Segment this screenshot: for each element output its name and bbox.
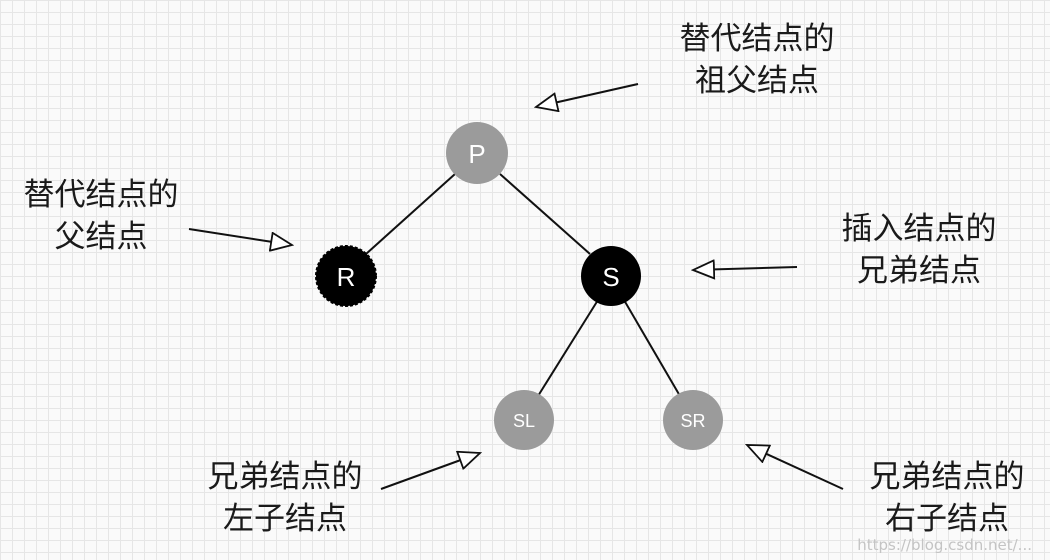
arrow-sibling-right-child bbox=[747, 445, 844, 490]
edge-s-sr bbox=[623, 299, 681, 397]
annotation-grandparent: 替代结点的 祖父结点 bbox=[672, 18, 842, 102]
annotation-sibling-right-child-line2: 右子结点 bbox=[885, 501, 1009, 537]
node-s: S bbox=[581, 246, 641, 306]
node-r: R bbox=[315, 245, 377, 307]
arrow-grandparent bbox=[536, 83, 639, 107]
annotation-parent-line1: 替代结点的 bbox=[23, 177, 179, 213]
node-s-circle bbox=[581, 246, 641, 306]
node-r-label: R bbox=[337, 262, 356, 292]
annotation-sibling-right-child-line1: 兄弟结点的 bbox=[869, 459, 1025, 495]
arrow-sibling bbox=[693, 267, 798, 270]
node-p-label: P bbox=[468, 139, 485, 169]
node-sl: SL bbox=[494, 390, 554, 450]
node-sr-label: SR bbox=[680, 411, 705, 431]
annotation-parent: 替代结点的 父结点 bbox=[14, 174, 188, 258]
arrow-parent bbox=[188, 228, 292, 245]
arrow-sibling-left-child bbox=[380, 453, 480, 490]
annotation-sibling-left-child-line1: 兄弟结点的 bbox=[207, 459, 363, 495]
node-sr-circle bbox=[663, 390, 723, 450]
annotation-sibling-left-child-line2: 左子结点 bbox=[223, 501, 347, 537]
edge-s-sl bbox=[537, 299, 599, 397]
edge-p-s bbox=[499, 173, 591, 255]
node-p-circle bbox=[446, 122, 508, 184]
node-p: P bbox=[446, 122, 508, 184]
edge-p-r bbox=[365, 173, 456, 255]
annotation-parent-line2: 父结点 bbox=[54, 219, 148, 255]
annotation-grandparent-line2: 祖父结点 bbox=[695, 63, 819, 99]
annotation-sibling-left-child: 兄弟结点的 左子结点 bbox=[198, 456, 372, 540]
node-sl-circle bbox=[494, 390, 554, 450]
annotation-sibling-line2: 兄弟结点 bbox=[857, 253, 981, 289]
annotation-grandparent-line1: 替代结点的 bbox=[679, 21, 835, 57]
watermark: https://blog.csdn.net/... bbox=[857, 536, 1032, 554]
annotation-sibling-right-child: 兄弟结点的 右子结点 bbox=[860, 456, 1034, 540]
node-sl-label: SL bbox=[513, 411, 535, 431]
node-sr: SR bbox=[663, 390, 723, 450]
annotation-sibling-line1: 插入结点的 bbox=[841, 211, 997, 247]
node-s-label: S bbox=[602, 262, 619, 292]
annotation-sibling: 插入结点的 兄弟结点 bbox=[832, 208, 1006, 292]
node-r-circle bbox=[315, 245, 377, 307]
